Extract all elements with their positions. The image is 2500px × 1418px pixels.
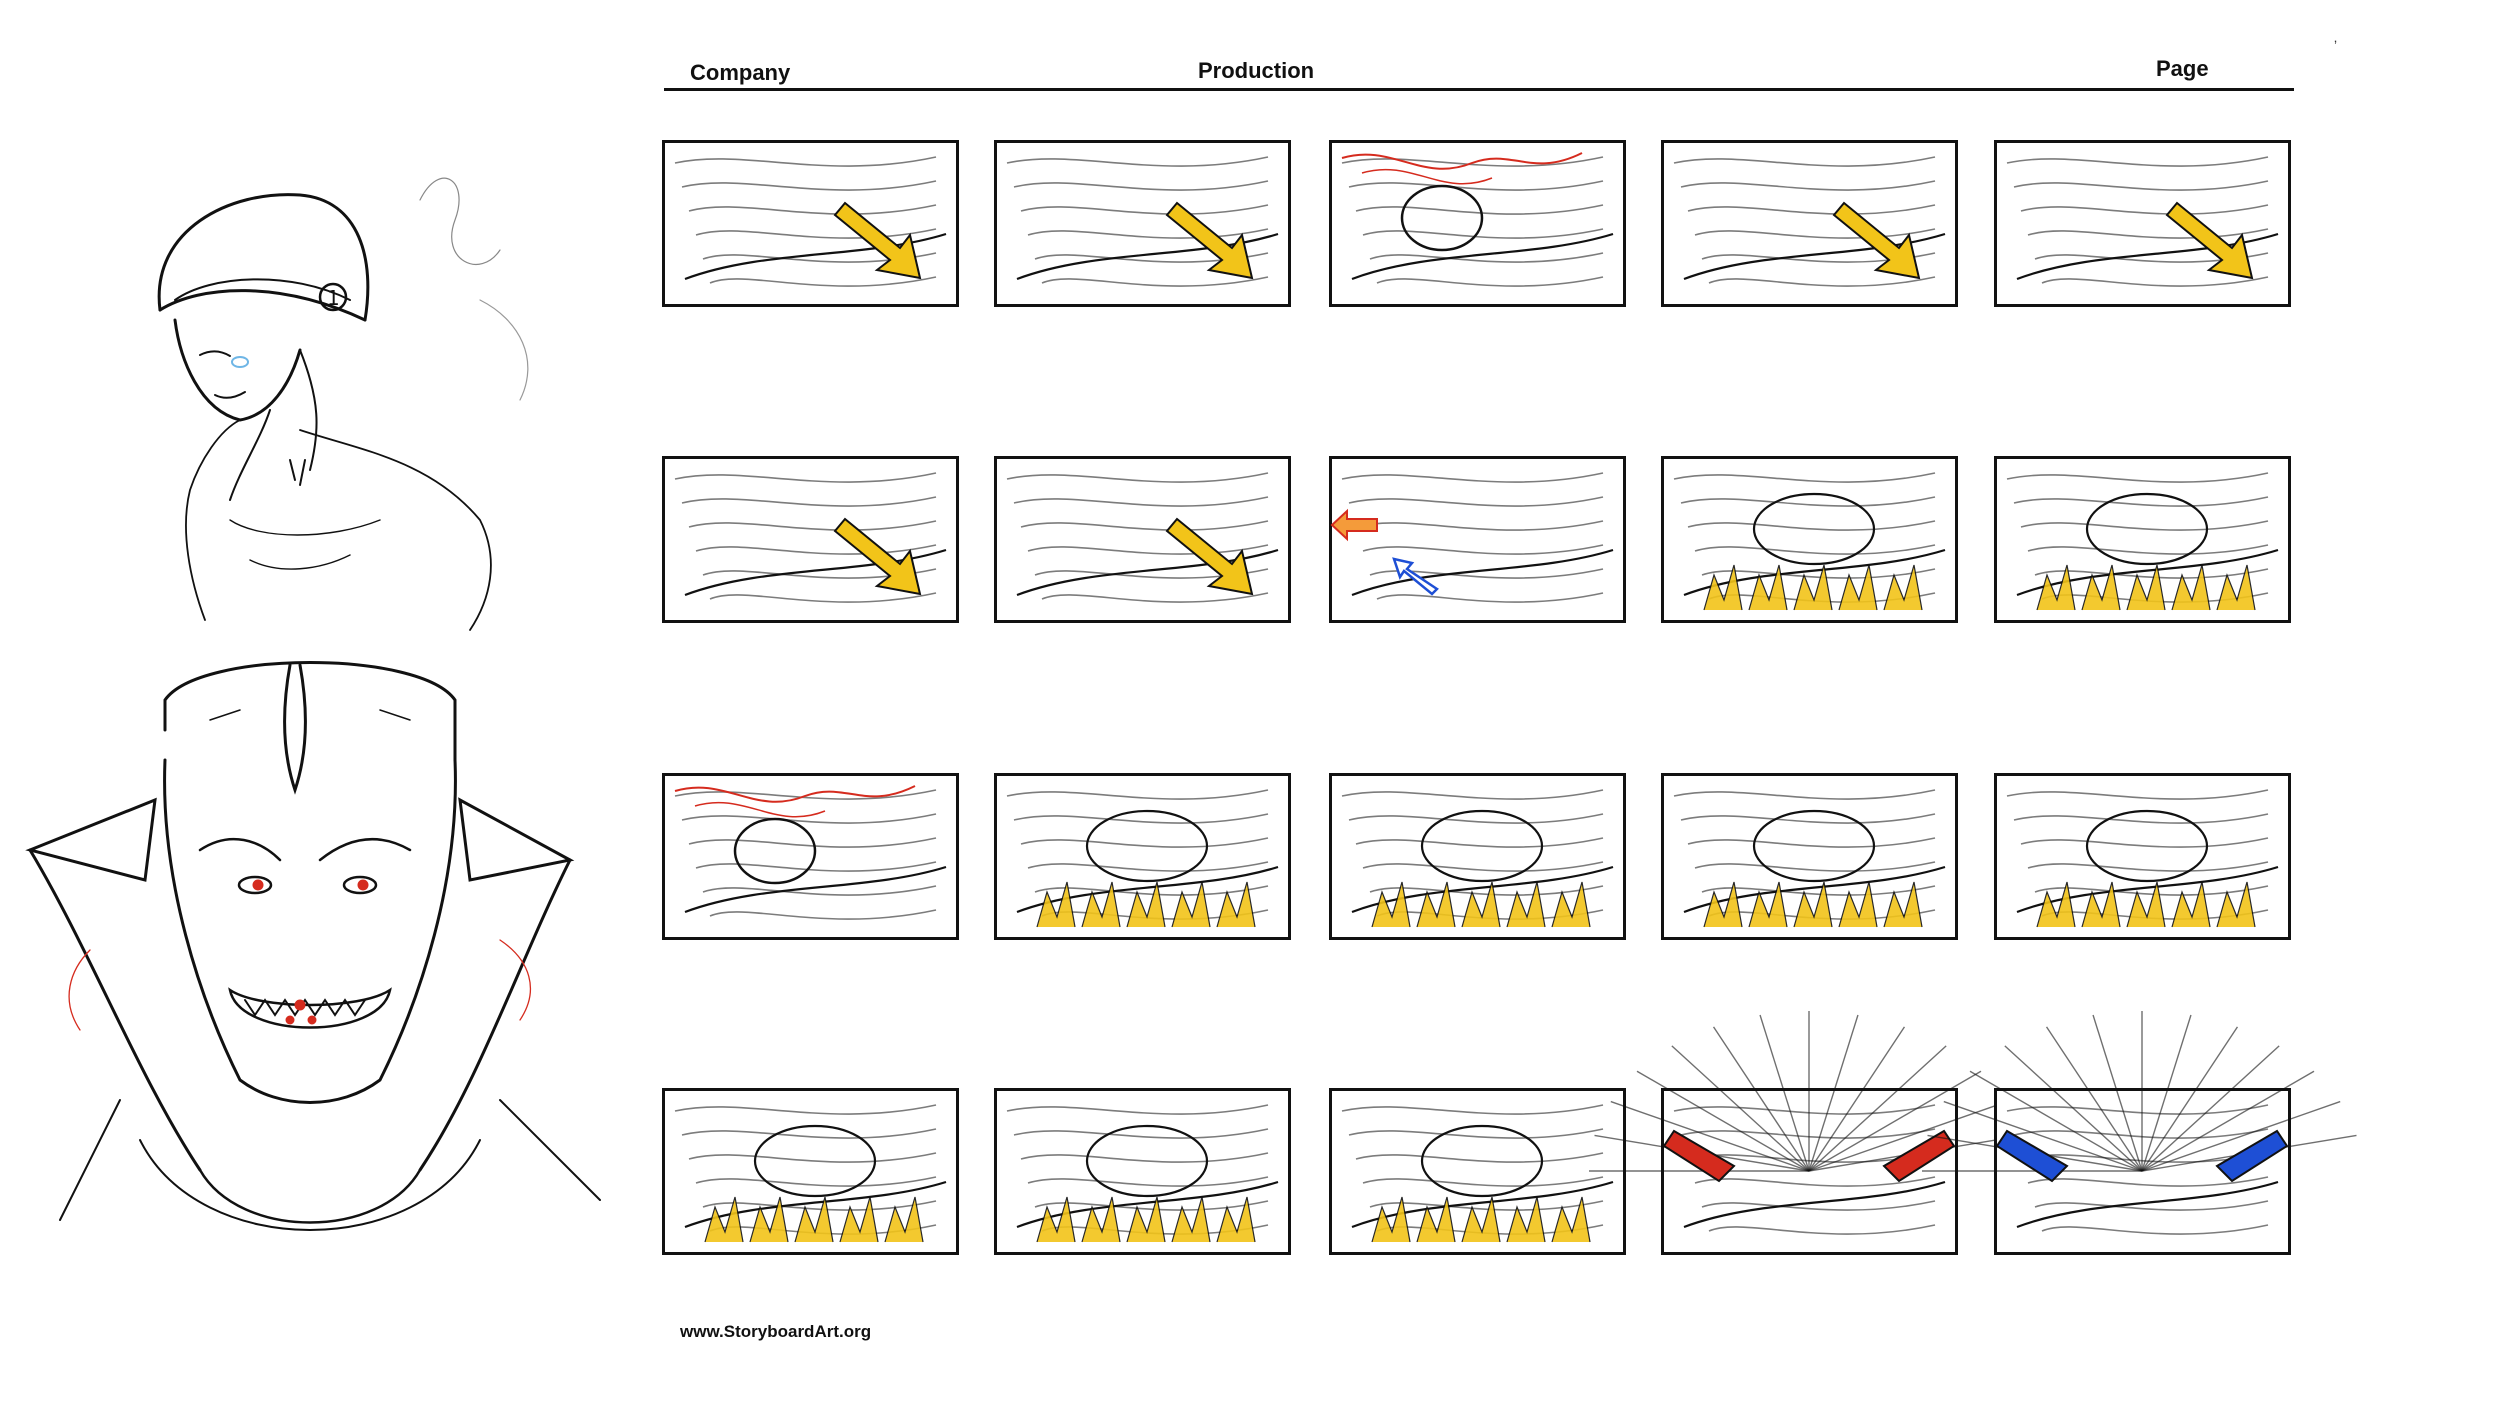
storyboard-panel: [1589, 1011, 2024, 1255]
corner-mark: ʼ: [2334, 38, 2338, 54]
storyboard-panel: [994, 1088, 1291, 1255]
company-label: Company: [690, 60, 791, 85]
panel-sketch: [2006, 156, 2279, 287]
helmet-number: 1: [327, 286, 340, 310]
panel-sketch: [1589, 1011, 2024, 1235]
storyboard-panel: [1661, 773, 1958, 940]
storyboard-panel: [994, 773, 1291, 940]
character-sketches: 1: [25, 177, 601, 1231]
storyboard-panel: [994, 140, 1291, 307]
panel-sketch: [674, 1104, 947, 1243]
storyboard-panel: [1329, 773, 1626, 940]
panel-sketch: [674, 785, 947, 920]
panel-sketch: [674, 156, 947, 287]
storyboard-panel: [1661, 140, 1958, 307]
panel-sketch: [1006, 789, 1279, 928]
panel-sketch: [674, 472, 947, 603]
panel-sketch: [1006, 472, 1279, 603]
storyboard-panel: [662, 1088, 959, 1255]
storyboard-panel: [1661, 456, 1958, 623]
storyboard-panel: [1329, 456, 1626, 623]
storyboard-panel: [1922, 1011, 2357, 1255]
helmeted-racer-sketch: 1: [157, 177, 529, 631]
panel-sketch: [1673, 156, 1946, 287]
website-footer: www.StoryboardArt.org: [680, 1322, 872, 1341]
panel-sketch: [1006, 156, 1279, 287]
armored-villain-sketch: [25, 661, 601, 1231]
panel-sketch: [1006, 1104, 1279, 1243]
page-label: Page: [2156, 56, 2209, 81]
panel-sketch: [1341, 152, 1614, 287]
panel-sketch: [1341, 789, 1614, 928]
storyboard-panel: [662, 773, 959, 940]
panel-sketch: [1673, 472, 1946, 611]
panel-sketch: [1922, 1011, 2357, 1235]
storyboard-panel: [1994, 773, 2291, 940]
header-rule: [664, 88, 2294, 91]
panel-sketch: [1341, 1104, 1614, 1243]
storyboard-panel: [1994, 456, 2291, 623]
storyboard-panel: [1329, 1088, 1626, 1255]
storyboard-panel: [662, 456, 959, 623]
storyboard-panel: [1994, 140, 2291, 307]
storyboard-panel: [662, 140, 959, 307]
storyboard-panel: [1329, 140, 1626, 307]
production-label: Production: [1198, 58, 1315, 83]
panel-sketch: [2006, 472, 2279, 611]
storyboard-panel: [994, 456, 1291, 623]
panel-sketch: [2006, 789, 2279, 928]
panel-sketch: [1673, 789, 1946, 928]
panel-sketch: [1330, 472, 1614, 603]
